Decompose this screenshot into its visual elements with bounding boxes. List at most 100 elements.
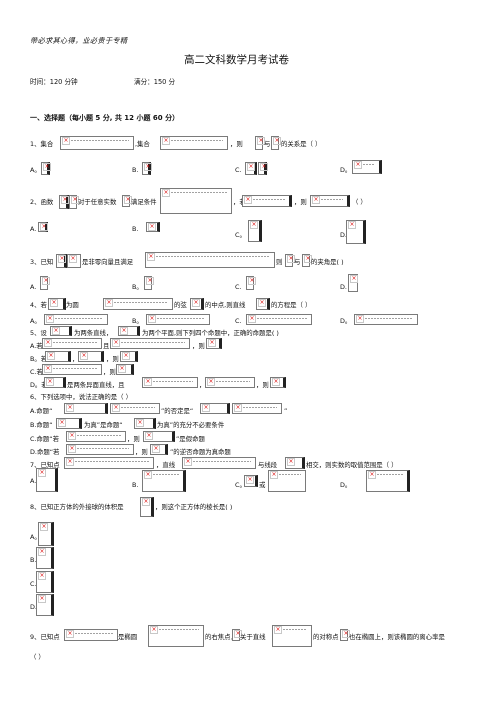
q2-option-d: D. [340, 231, 347, 239]
q6-option-d: ”的逆否命题为真命题 [170, 448, 231, 456]
q1-option-c: C. [235, 166, 242, 174]
q1-option-d: D。 [340, 166, 352, 174]
q2-text: ，则 [294, 198, 307, 206]
formula-image [246, 276, 256, 290]
formula-image [56, 418, 82, 429]
motto: 带必求其心得，业必贵于专精 [30, 36, 128, 45]
formula-image [140, 497, 154, 517]
formula-image [42, 338, 102, 349]
q5-text: 5、设 [30, 329, 47, 337]
q6-option-a: ”的否定是“ [161, 407, 194, 415]
formula-image [36, 594, 54, 616]
q4-text: 为圆 [66, 301, 79, 309]
q6-option-a: A.命题“ [30, 407, 53, 415]
formula-image [182, 457, 256, 469]
q6-option-c: ，则 [127, 435, 140, 443]
q5-option-d: ， [199, 381, 206, 389]
q9-text: 的对称点 [313, 633, 339, 641]
formula-image [50, 326, 72, 336]
q5-option-b: ， [72, 355, 79, 363]
formula-image [69, 195, 79, 209]
formula-image [242, 195, 292, 207]
q5-option-b: ，则 [106, 355, 119, 363]
q4-text: 4、若 [30, 301, 47, 309]
q6-stem: 6、下列选项中，说法正确的是（ ） [30, 393, 132, 401]
q4-option-a: A。 [30, 317, 41, 325]
formula-image [302, 254, 312, 267]
q1-text: 1、集合 [30, 140, 54, 148]
q9-text: 也在椭圆上，则该椭圆的离心率是 [349, 633, 445, 641]
formula-image [232, 403, 282, 414]
formula-image [67, 254, 81, 268]
q2-text: ，若 [233, 198, 246, 206]
formula-image [38, 222, 48, 232]
q3-text: 则 [276, 258, 283, 266]
q8-option-a: A。 [30, 533, 41, 541]
q3-option-b: B。 [132, 283, 143, 291]
formula-image [146, 222, 160, 232]
formula-image [258, 162, 268, 175]
q7-option-d: D。 [340, 481, 352, 489]
formula-image [110, 403, 160, 414]
formula-image [118, 326, 140, 336]
formula-image [246, 314, 312, 325]
formula-image [44, 314, 108, 325]
formula-image [142, 162, 152, 175]
q6-option-d: ，则 [135, 448, 148, 456]
formula-image [64, 457, 154, 469]
formula-image [160, 136, 228, 150]
q3-text: 是非零向量且满足 [82, 258, 134, 266]
formula-image [142, 470, 186, 492]
formula-image [160, 188, 232, 214]
q8-option-c: C. [30, 580, 37, 588]
formula-image [134, 418, 156, 429]
formula-image [142, 377, 198, 388]
q2-option-a: A. [30, 225, 37, 233]
q7-option-c: C。 [235, 481, 246, 489]
q7-text: 相交，则实数的取值范围是（ ） [306, 461, 398, 469]
formula-image [38, 522, 54, 546]
q5-option-a: ，则 [192, 342, 205, 350]
q9-text: （ ） [30, 653, 45, 661]
formula-image [78, 351, 104, 362]
q5-option-a: 且 [103, 342, 110, 350]
formula-image [148, 625, 204, 647]
q2-text: （ ） [352, 198, 367, 206]
formula-image [44, 377, 66, 388]
formula-image [56, 254, 67, 268]
q5-option-d: D。若 [30, 381, 48, 389]
q5-text: 为两个平面,则下列四个命题中，正确的命题是( ) [142, 329, 279, 337]
q5-option-c: ，则 [103, 368, 116, 376]
formula-image [285, 457, 305, 469]
formula-image [272, 625, 312, 647]
formula-image [366, 470, 410, 492]
formula-image [40, 276, 50, 290]
page-title: 高二文科数学月考试卷 [184, 54, 289, 66]
exam-full-score: 满分：150 分 [134, 78, 176, 86]
q6-option-b: 为真”是命题“ [84, 421, 123, 429]
q7-text: 7、已知点 [30, 461, 60, 469]
q4-text: 的方程是（ ） [271, 301, 312, 309]
formula-image [143, 431, 175, 442]
formula-image [190, 298, 204, 310]
q2-text: 2、函数 [30, 198, 54, 206]
formula-image [116, 364, 134, 375]
q4-text: 的中点,则直线 [205, 301, 246, 309]
q9-text: 9、已知点 [30, 633, 60, 641]
formula-image [232, 629, 242, 641]
q3-option-c: C. [235, 283, 242, 291]
q6-option-b: B.命题“ [30, 421, 53, 429]
q8-text: 8、已知正方体的外接球的体积是 [30, 503, 124, 511]
q3-option-a: A. [30, 283, 37, 291]
q5-text: 为两条直线， [74, 329, 113, 337]
q6-option-c: ”是假命题 [176, 435, 205, 443]
q1-text: 的关系是（ ） [281, 140, 322, 148]
q9-text: 的右焦点， [205, 633, 237, 641]
q5-option-d: 是两条异面直线，且 [67, 381, 125, 389]
formula-image [42, 364, 102, 375]
q7-option-a: A. [30, 477, 37, 485]
formula-image [310, 195, 350, 207]
formula-image [354, 314, 418, 325]
formula-image [64, 629, 118, 641]
q6-option-b: 为真”的充分不必要条件 [157, 421, 225, 429]
